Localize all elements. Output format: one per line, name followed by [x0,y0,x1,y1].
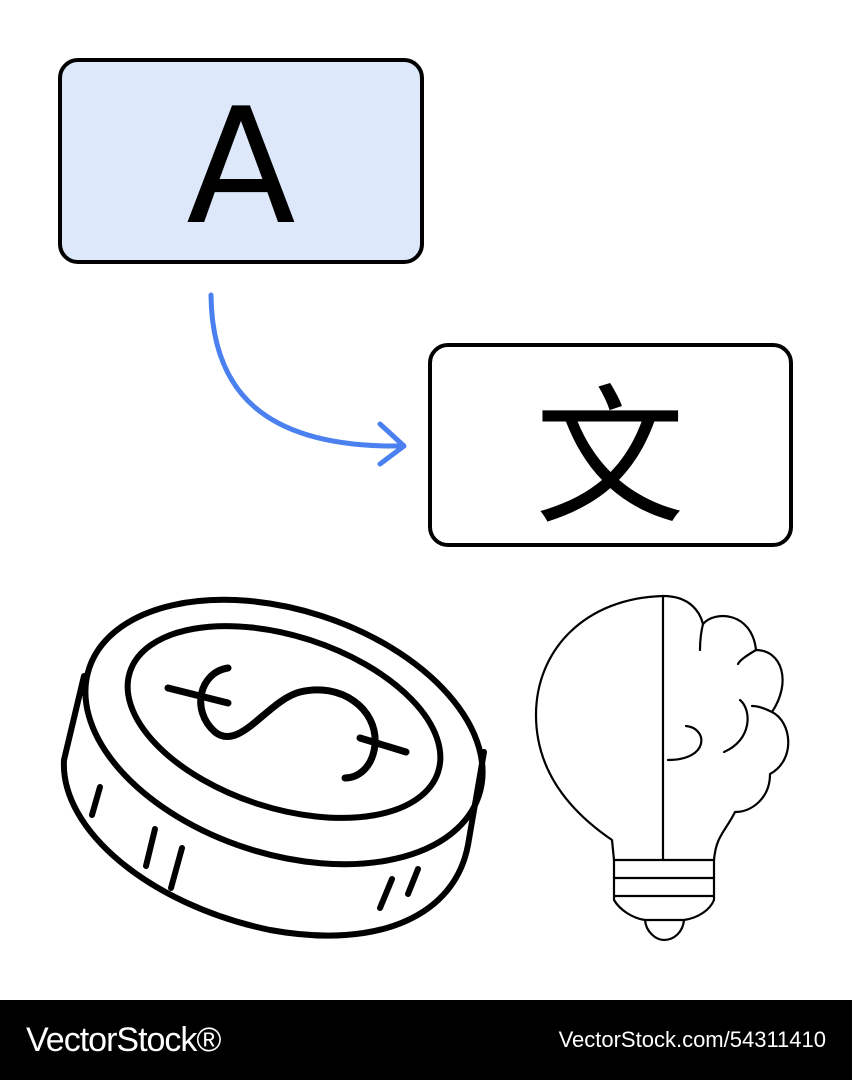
coin-icon [60,596,487,939]
dollar-sign-icon [164,664,410,782]
target-language-box: 文 [428,343,793,547]
arrow-icon [208,292,407,467]
source-language-box: A [58,58,424,264]
lightbulb-brain-icon [534,594,790,942]
image-id-text: VectorStock.com/54311410 [558,1027,826,1052]
translation-illustration: A 文 [58,58,793,942]
source-letter: A [186,73,295,260]
vectorstock-logo: VectorStock® [26,1020,221,1059]
target-glyph: 文 [535,372,685,546]
watermark-footer: VectorStock® VectorStock.com/54311410 [0,1000,852,1080]
